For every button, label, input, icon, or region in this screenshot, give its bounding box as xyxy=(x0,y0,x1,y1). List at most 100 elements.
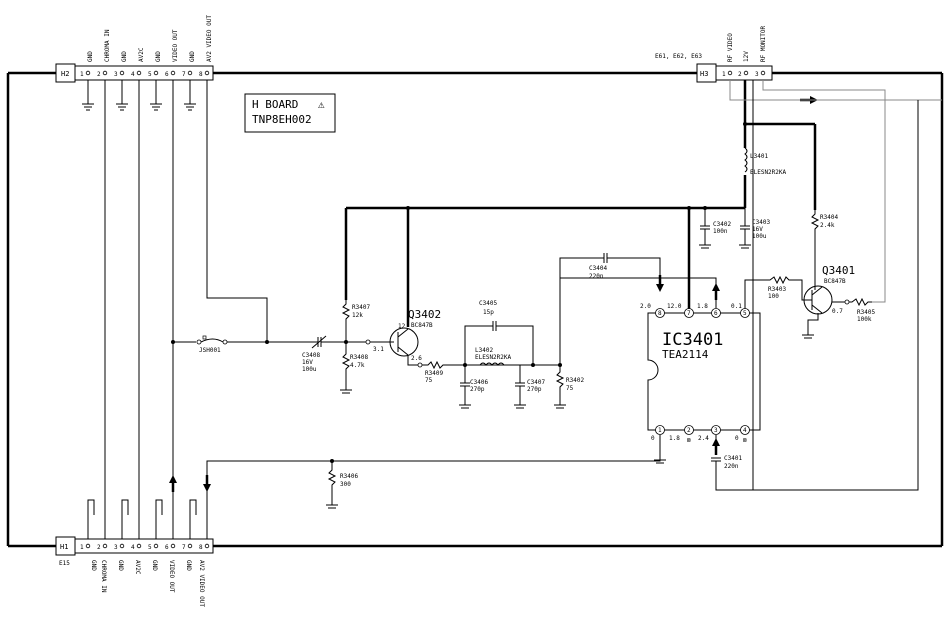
h3-signal-3: RF MONITOR xyxy=(760,25,767,62)
h1-signal-3: GND xyxy=(117,560,124,571)
warning-icon: ⚠ xyxy=(318,98,325,111)
c3403-value: 100u xyxy=(752,233,767,240)
board-name: H BOARD xyxy=(252,98,298,111)
r3403-value: 100 xyxy=(768,293,779,300)
c3406-value: 270p xyxy=(470,386,485,393)
h3-pin-2: 2 xyxy=(738,71,742,78)
h1-pin-2: 2 xyxy=(97,544,101,551)
h3-signal-2: 12V xyxy=(743,51,750,62)
resistor-r3406: R3406 300 xyxy=(326,459,358,509)
supply-rail-12v xyxy=(344,80,817,327)
h3-label: H3 xyxy=(700,70,708,78)
connector-h1: H1 E15 1 2 3 4 5 6 7 8 GND CHROMA IN GND… xyxy=(55,536,214,607)
r3408-value: 4.7k xyxy=(350,362,365,369)
h2-signal-5: GND xyxy=(155,51,162,62)
ic-pin-3: 3 xyxy=(714,427,718,434)
ic-pin-1-voltage: 0 xyxy=(651,435,655,442)
h1-pin-5: 5 xyxy=(148,544,152,551)
r3404-value: 2.4k xyxy=(820,222,835,229)
capacitor-c3407: C3407 270p xyxy=(514,365,545,409)
h2-pin-6: 6 xyxy=(165,71,169,78)
resistor-r3408: R3408 4.7k xyxy=(340,342,368,394)
ic-pin-2-nc: ⊠ xyxy=(687,437,691,444)
h2-signal-2: CHROMA IN xyxy=(104,29,111,62)
h1-signal-5: GND xyxy=(151,560,158,571)
h1-pin-7: 7 xyxy=(182,544,186,551)
h2-pin-1: 1 xyxy=(80,71,84,78)
ic-pin-4-nc: ⊠ xyxy=(743,437,747,444)
c3401-ref: C3401 xyxy=(724,455,742,462)
h1-signal-2: CHROMA IN xyxy=(100,560,107,593)
ic-pin-5: 5 xyxy=(743,310,747,317)
board-outline xyxy=(6,71,944,548)
h2-pin-7: 7 xyxy=(182,71,186,78)
c3408-voltage: 16V xyxy=(302,359,313,366)
r3406-ref: R3406 xyxy=(340,473,358,480)
c3402-value: 100n xyxy=(713,228,728,235)
r3409-value: 75 xyxy=(425,377,433,384)
connector-h2: H2 1 2 3 4 5 6 7 8 GND CHROMA IN GND AV2… xyxy=(55,15,214,83)
h2-pin-2: 2 xyxy=(97,71,101,78)
c3408-ref: C3408 xyxy=(302,352,320,359)
capacitor-c3405: C3405 15p xyxy=(464,300,562,367)
h2-signal-8: AV2 VIDEO OUT xyxy=(206,15,213,62)
resistor-r3407: R3407 12k xyxy=(341,300,370,342)
transistor-q3402: Q3402 BC847B 12 2.6 xyxy=(389,308,441,368)
resistor-r3403: R3403 100 xyxy=(744,275,812,313)
h2-signal-6: VIDEO OUT xyxy=(172,29,179,62)
h1-pin-3: 3 xyxy=(114,544,118,551)
ic-pin-4-voltage: 0 xyxy=(735,435,739,442)
capacitor-c3402: C3402 100n xyxy=(699,208,731,249)
ic-pin-8-voltage: 2.0 xyxy=(640,303,651,310)
r3407-ref: R3407 xyxy=(352,304,370,311)
h3-signal-1: RF VIDEO xyxy=(727,33,734,62)
jsh001-ref: JSH001 xyxy=(199,347,221,354)
c3403-ref: C3403 xyxy=(752,219,770,226)
resistor-r3405: R3405 100k xyxy=(832,297,875,323)
r3405-value: 100k xyxy=(857,316,872,323)
c3406-ref: C3406 xyxy=(470,379,488,386)
h2-signal-7: GND xyxy=(189,51,196,62)
r3406-value: 300 xyxy=(340,481,351,488)
ic-pin-7: 7 xyxy=(687,310,691,317)
h1-signal-4: AV2C xyxy=(134,560,141,575)
q3401-value: BC847B xyxy=(824,278,846,285)
l3402-value: ELESN2R2KA xyxy=(475,354,512,361)
h1-signal-6: VIDEO OUT xyxy=(168,560,175,593)
r3404-ref: R3404 xyxy=(820,214,838,221)
board-part-number: TNP8EH002 xyxy=(252,113,312,126)
inductor-l3401: L3401 ELESN2R2KA xyxy=(744,147,787,176)
resistor-r3404: R3404 2.4k xyxy=(810,210,838,280)
connector-h3: H3 E61, E62, E63 1 2 3 RF VIDEO 12V RF M… xyxy=(655,25,773,83)
ic-pin-3-voltage: 2.4 xyxy=(698,435,709,442)
ic-pin-6-voltage: 1.8 xyxy=(697,303,708,310)
h1-pin-6: 6 xyxy=(165,544,169,551)
board-title-box: H BOARD ⚠ TNP8EH002 xyxy=(244,93,336,133)
ic-pin-4: 4 xyxy=(743,427,747,434)
r3408-ref: R3408 xyxy=(350,354,368,361)
h1-pin-8: 8 xyxy=(199,544,203,551)
h2-pin-5: 5 xyxy=(148,71,152,78)
q3402-base-voltage: 3.1 xyxy=(373,346,384,353)
ic3401: IC3401 TEA2114 8 7 6 5 2.0 12.0 1.8 0.1 … xyxy=(560,277,761,464)
h3-pin-3: 3 xyxy=(755,71,759,78)
ic3401-ref: IC3401 xyxy=(662,330,723,350)
capacitor-c3406: C3406 270p xyxy=(459,365,488,409)
video-input-stage: JSH001 C3408 16V 100u 3.1 xyxy=(171,335,394,373)
h2-pin-4: 4 xyxy=(131,71,135,78)
q3402-ref: Q3402 xyxy=(408,308,441,321)
c3407-ref: C3407 xyxy=(527,379,545,386)
capacitor-c3404: C3404 220n xyxy=(559,253,661,342)
q3401-ref: Q3401 xyxy=(822,264,855,277)
q3402-emitter-voltage: 2.6 xyxy=(411,355,422,362)
ic3401-part: TEA2114 xyxy=(662,348,709,361)
r3403-ref: R3403 xyxy=(768,286,786,293)
c3407-value: 270p xyxy=(527,386,542,393)
h1-ref: E15 xyxy=(59,560,70,567)
c3401-value: 220n xyxy=(724,463,739,470)
h1-signal-8: AV2 VIDEO OUT xyxy=(198,560,205,607)
h3-refs: E61, E62, E63 xyxy=(655,53,702,60)
l3402-ref: L3402 xyxy=(475,347,493,354)
q3401-emitter-voltage: 0.7 xyxy=(832,308,843,315)
